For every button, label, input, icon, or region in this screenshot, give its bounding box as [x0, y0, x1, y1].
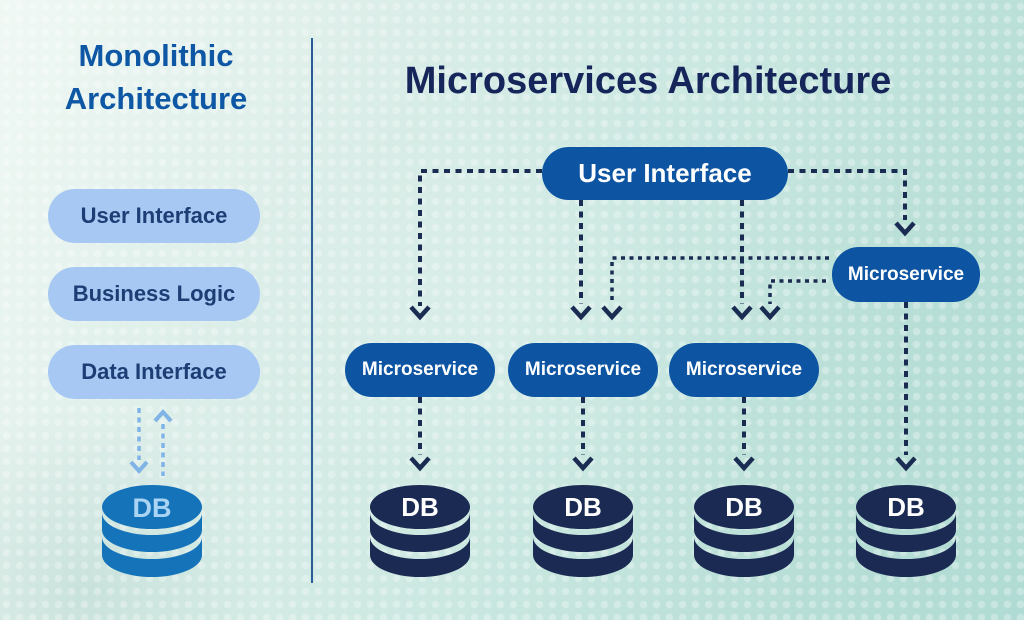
- ms4-to-ms3-connector: [768, 279, 826, 304]
- arrowhead-icon: [409, 305, 431, 321]
- database-icon-1: DB: [370, 485, 470, 577]
- arrowhead-icon: [733, 456, 755, 472]
- database-icon-3: DB: [694, 485, 794, 577]
- ms4-to-ms2-connector: [610, 256, 829, 304]
- up-arrowhead-icon: [153, 408, 173, 423]
- panel-divider: [311, 38, 313, 583]
- ui-to-ms1-connector: [418, 169, 542, 306]
- arrowhead-icon: [601, 305, 623, 321]
- arrowhead-icon: [759, 305, 781, 321]
- db-label: DB: [564, 492, 602, 522]
- monolith-layer-data-interface: Data Interface: [48, 345, 260, 399]
- user-interface-node: User Interface: [542, 147, 788, 200]
- database-icon-4: DB: [856, 485, 956, 577]
- microservice-node-3: Microservice: [669, 343, 819, 397]
- monolith-layer-business-logic: Business Logic: [48, 267, 260, 321]
- arrowhead-icon: [731, 305, 753, 321]
- database-icon-2: DB: [533, 485, 633, 577]
- db-label: DB: [725, 492, 763, 522]
- arrowhead-icon: [895, 456, 917, 472]
- arrowhead-icon: [409, 456, 431, 472]
- ms4-cross-connectors: [601, 256, 829, 321]
- microservice-node-4: Microservice: [832, 247, 980, 302]
- arrowhead-icon: [572, 456, 594, 472]
- arrowhead-icon: [570, 305, 592, 321]
- monolithic-title: Monolithic Architecture: [64, 38, 248, 116]
- monolith-database-icon: DB: [102, 485, 202, 577]
- db-label: DB: [401, 492, 439, 522]
- microservices-title: Microservices Architecture: [404, 60, 892, 102]
- arrowhead-icon: [894, 221, 916, 237]
- microservice-node-2: Microservice: [508, 343, 658, 397]
- ui-to-ms4-connector: [788, 169, 907, 220]
- db-label: DB: [887, 492, 925, 522]
- monolith-db-links: [129, 408, 173, 476]
- down-arrowhead-icon: [129, 460, 149, 475]
- db-label: DB: [133, 493, 172, 523]
- microservice-node-1: Microservice: [345, 343, 495, 397]
- monolith-layer-user-interface: User Interface: [48, 189, 260, 243]
